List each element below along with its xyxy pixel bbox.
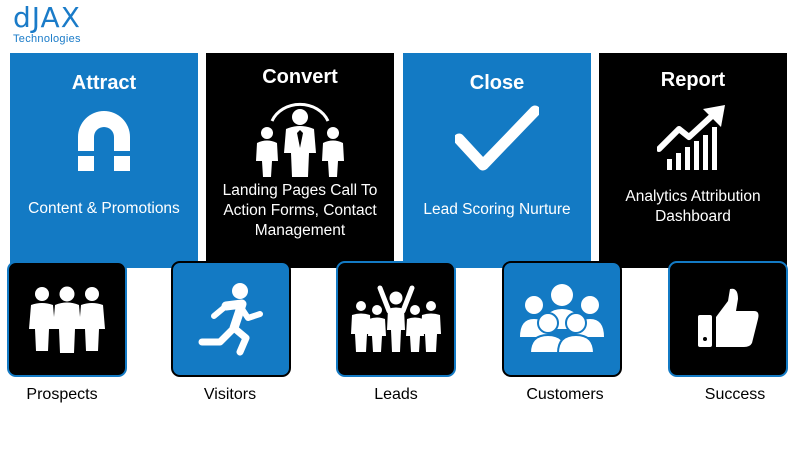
panel-description: Lead Scoring Nurture (423, 201, 571, 218)
panel-description: Analytics Attribution Dashboard (625, 188, 761, 225)
panel-report: Report Analytics Attribution Dashboard (599, 53, 787, 268)
team-leader-icon (250, 93, 350, 182)
group-of-people-icon (29, 286, 105, 353)
customers-group-icon (520, 284, 604, 354)
panel-description: Landing Pages Call To Action Forms, Cont… (222, 182, 378, 239)
thumbs-up-icon (698, 288, 759, 347)
tile-customers (502, 261, 622, 377)
stage-label-visitors: Visitors (203, 386, 257, 403)
checkmark-icon (453, 105, 541, 176)
panel-title: Convert (262, 66, 338, 88)
panel-description: Content & Promotions (28, 200, 180, 217)
stage-label-prospects: Prospects (26, 386, 98, 403)
tile-prospects (7, 261, 127, 377)
tile-success (668, 261, 788, 377)
panel-convert: Convert Landing Pages Call To Action For… (206, 53, 394, 268)
company-logo: dJAX Technologies (13, 1, 81, 46)
panel-attract: Attract Content & Promotions (10, 53, 198, 268)
panel-close: Close Lead Scoring Nurture (403, 53, 591, 268)
logo-wordmark: dJAX (13, 1, 81, 34)
stage-label-success: Success (704, 386, 766, 403)
stage-label-customers: Customers (526, 386, 604, 403)
panel-title: Close (469, 72, 525, 94)
logo-tagline: Technologies (13, 33, 81, 45)
running-person-icon (198, 283, 263, 356)
panel-title: Report (660, 69, 726, 91)
tile-leads (336, 261, 456, 377)
tile-visitors (171, 261, 291, 377)
panel-title: Attract (71, 72, 137, 94)
magnet-icon (72, 107, 136, 178)
stage-label-leads: Leads (374, 386, 418, 403)
cheering-crowd-icon (351, 285, 441, 352)
growth-chart-icon (656, 105, 729, 176)
